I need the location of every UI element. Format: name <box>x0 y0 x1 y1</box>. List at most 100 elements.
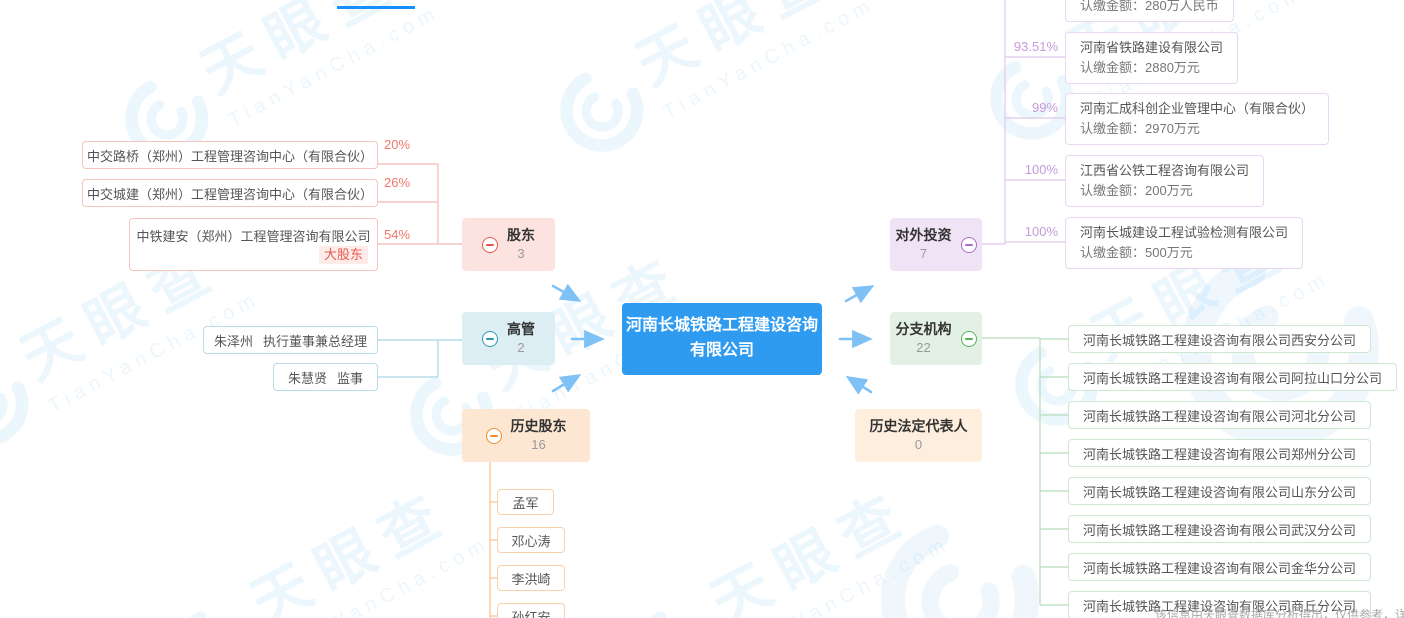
watermark-brand: 天眼查 <box>240 478 463 618</box>
shareholder-item[interactable]: 中交路桥（郑州）工程管理咨询中心（有限合伙） <box>82 141 378 169</box>
company-name: 河南长城铁路工程建设咨询有限公司 <box>625 317 818 359</box>
shareholder-name: 中交城建（郑州）工程管理咨询中心（有限合伙） <box>86 186 373 202</box>
branch-item[interactable]: 河南长城铁路工程建设咨询有限公司金华分公司 <box>1068 553 1372 581</box>
investment-item[interactable]: 河南汇成科创企业管理中心（有限合伙） 认缴金额：2970万元 <box>1065 93 1330 145</box>
investment-item[interactable]: 江西省公铁工程咨询有限公司 认缴金额：200万元 <box>1065 155 1265 207</box>
history-shareholder-name: 孟军 <box>512 495 539 511</box>
history-shareholder-name: 李洪崎 <box>511 571 551 587</box>
investment-amount: 认缴金额：500万元 <box>1080 245 1193 260</box>
history-shareholder-name: 孙红安 <box>511 609 551 618</box>
investment-percent: 100% <box>1024 162 1058 177</box>
investment-percent: 100% <box>1024 224 1058 239</box>
collapse-icon[interactable] <box>485 427 502 444</box>
history-legal-rep-node[interactable]: 历史法定代表人 0 <box>855 409 982 462</box>
branch-name: 河南长城铁路工程建设咨询有限公司郑州分公司 <box>1083 446 1357 462</box>
collapse-icon[interactable] <box>482 330 498 347</box>
investment-item[interactable]: 河南省铁路建设有限公司 认缴金额：2880万元 <box>1065 32 1239 84</box>
investment-amount: 认缴金额：280万人民币 <box>1080 0 1219 13</box>
shareholder-name: 中铁建安（郑州）工程管理咨询有限公司 <box>136 229 371 244</box>
watermark-brand: 天眼查 <box>190 0 413 107</box>
investment-name: 河南长城建设工程试验检测有限公司 <box>1080 225 1289 240</box>
history-shareholders-node[interactable]: 历史股东 16 <box>462 409 590 462</box>
watermark-brand: 天眼查 <box>625 0 848 99</box>
executive-connectors <box>378 339 462 378</box>
shareholding-percent: 26% <box>384 175 411 190</box>
investment-item[interactable]: 认缴金额：280万人民币 <box>1065 0 1234 22</box>
category-count: 16 <box>531 436 546 452</box>
shareholding-percent: 20% <box>384 137 411 152</box>
category-label: 股东 <box>507 227 535 244</box>
shareholder-name: 中交路桥（郑州）工程管理咨询中心（有限合伙） <box>86 148 373 164</box>
history-shareholder-connectors <box>489 462 497 618</box>
active-tab-indicator[interactable] <box>337 6 415 9</box>
tianyancha-logo-icon <box>0 366 29 446</box>
branch-name: 河南长城铁路工程建设咨询有限公司商丘分公司 <box>1083 598 1357 614</box>
executive-item[interactable]: 朱泽州 执行董事兼总经理 <box>203 326 378 354</box>
tianyancha-logo-icon <box>559 72 644 152</box>
executive-name: 朱泽州 <box>213 333 253 349</box>
branch-name: 河南长城铁路工程建设咨询有限公司山东分公司 <box>1083 484 1357 500</box>
branch-name: 河南长城铁路工程建设咨询有限公司阿拉山口分公司 <box>1083 370 1383 386</box>
category-count: 22 <box>916 339 931 355</box>
history-shareholder-name: 邓心涛 <box>511 533 551 549</box>
investment-amount: 认缴金额：2880万元 <box>1080 60 1200 75</box>
major-shareholder-badge: 大股东 <box>318 246 368 264</box>
history-shareholder-item[interactable]: 邓心涛 <box>497 527 565 553</box>
branches-node[interactable]: 分支机构 22 <box>890 312 982 365</box>
category-count: 7 <box>919 245 928 261</box>
history-shareholder-item[interactable]: 李洪崎 <box>497 565 565 591</box>
tianyancha-logo-icon <box>634 611 719 618</box>
watermark-brand: 天眼查 <box>700 478 923 618</box>
category-label: 历史股东 <box>510 418 567 435</box>
investment-amount: 认缴金额：2970万元 <box>1080 121 1200 136</box>
executive-item[interactable]: 朱慧贤 监事 <box>273 363 378 391</box>
executive-title: 监事 <box>337 370 364 386</box>
investment-item[interactable]: 河南长城建设工程试验检测有限公司 认缴金额：500万元 <box>1065 217 1304 269</box>
investment-amount: 认缴金额：200万元 <box>1080 183 1193 198</box>
category-count: 0 <box>914 436 923 452</box>
investment-percent: 99% <box>1031 100 1058 115</box>
category-label: 高管 <box>507 321 535 338</box>
tianyancha-logo-icon <box>880 524 1040 618</box>
shareholding-percent: 54% <box>384 227 411 242</box>
shareholder-item[interactable]: 中交城建（郑州）工程管理咨询中心（有限合伙） <box>82 179 378 207</box>
branch-name: 河南长城铁路工程建设咨询有限公司金华分公司 <box>1083 560 1357 576</box>
investment-name: 河南汇成科创企业管理中心（有限合伙） <box>1080 101 1315 116</box>
collapse-icon[interactable] <box>960 330 977 347</box>
collapse-icon[interactable] <box>960 236 977 253</box>
disclaimer-text: 该信息由天眼查数据库分析得出，仅供参考，详情以工商登记为准 <box>1155 608 1404 618</box>
executive-title: 执行董事兼总经理 <box>263 333 368 349</box>
branch-item[interactable]: 河南长城铁路工程建设咨询有限公司商丘分公司 <box>1068 591 1372 618</box>
branch-name: 河南长城铁路工程建设咨询有限公司西安分公司 <box>1083 332 1357 348</box>
shareholders-node[interactable]: 股东 3 <box>462 218 555 271</box>
branch-item[interactable]: 河南长城铁路工程建设咨询有限公司西安分公司 <box>1068 325 1372 353</box>
executives-node[interactable]: 高管 2 <box>462 312 555 365</box>
category-label: 对外投资 <box>895 227 952 244</box>
branch-item[interactable]: 河南长城铁路工程建设咨询有限公司郑州分公司 <box>1068 439 1372 467</box>
category-label: 分支机构 <box>895 321 952 338</box>
history-shareholder-item[interactable]: 孟军 <box>497 489 554 515</box>
collapse-icon[interactable] <box>482 236 498 253</box>
branch-item[interactable]: 河南长城铁路工程建设咨询有限公司阿拉山口分公司 <box>1068 363 1398 391</box>
shareholder-item[interactable]: 中铁建安（郑州）工程管理咨询有限公司 大股东 <box>129 218 378 271</box>
branch-name: 河南长城铁路工程建设咨询有限公司河北分公司 <box>1083 408 1357 424</box>
watermark-domain: TianYanCha.com <box>734 532 954 618</box>
history-shareholder-item[interactable]: 孙红安 <box>497 603 565 618</box>
watermark-domain: TianYanCha.com <box>224 1 444 132</box>
investment-connectors <box>982 0 1065 245</box>
branch-name: 河南长城铁路工程建设咨询有限公司武汉分公司 <box>1083 522 1357 538</box>
category-count: 2 <box>517 339 525 355</box>
branch-connectors <box>982 337 1068 606</box>
branch-item[interactable]: 河南长城铁路工程建设咨询有限公司山东分公司 <box>1068 477 1372 505</box>
investment-percent: 93.51% <box>1013 39 1058 54</box>
watermark-domain: TianYanCha.com <box>274 532 494 618</box>
executive-name: 朱慧贤 <box>287 370 327 386</box>
company-node[interactable]: 河南长城铁路工程建设咨询有限公司 <box>622 303 822 375</box>
branch-item[interactable]: 河南长城铁路工程建设咨询有限公司河北分公司 <box>1068 401 1372 429</box>
investments-node[interactable]: 对外投资 7 <box>890 218 982 271</box>
watermark-domain: TianYanCha.com <box>659 0 879 124</box>
branch-item[interactable]: 河南长城铁路工程建设咨询有限公司武汉分公司 <box>1068 515 1372 543</box>
